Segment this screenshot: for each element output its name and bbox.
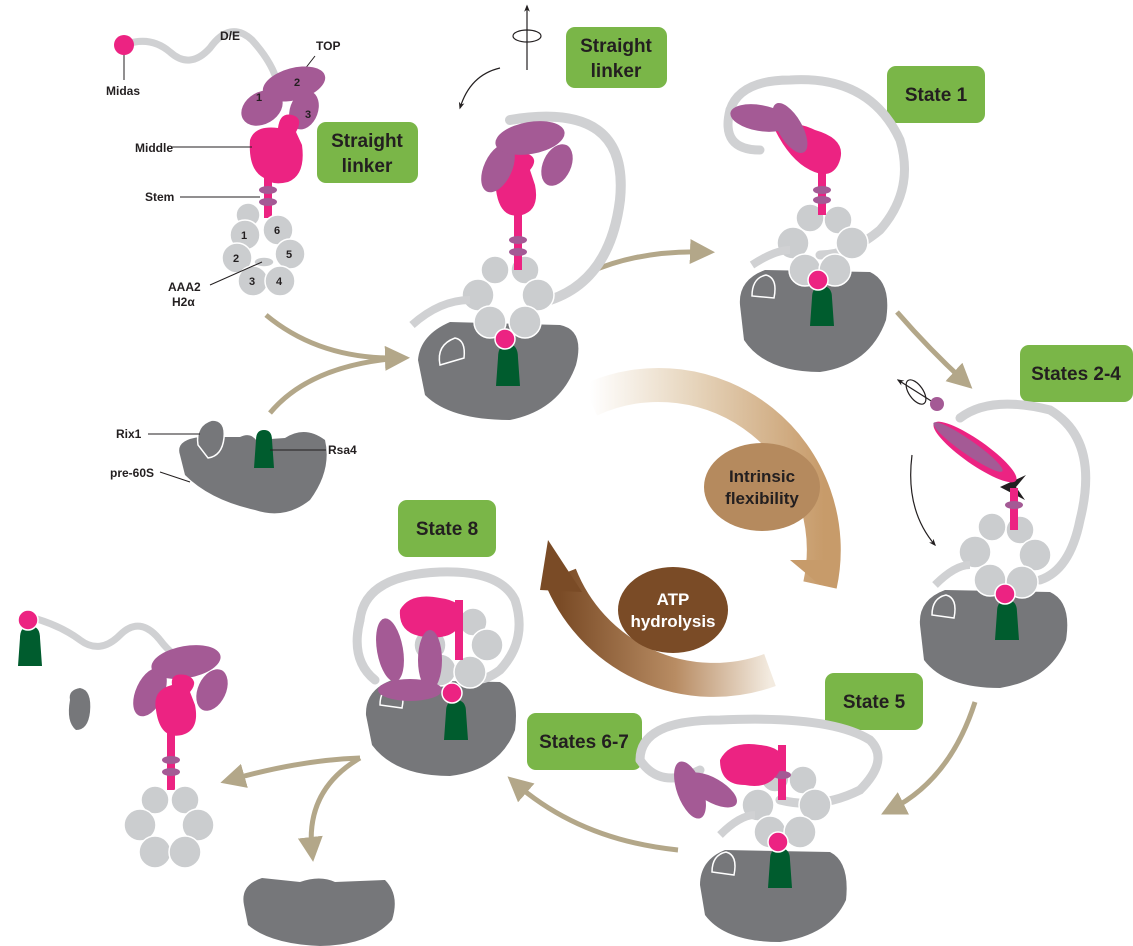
top-number-2: 2 [294,77,300,89]
ring-number-6: 6 [274,225,280,237]
flow-arrows [220,239,978,862]
flexibility-label-bubble [704,443,820,531]
atp-line-2: hydrolysis [630,612,715,631]
states6-7-label: States 6-7 [539,732,629,753]
complex-states2-4 [919,397,1091,688]
midas-domain [114,35,134,55]
pointer-arrowhead [1000,475,1026,500]
rsa4-shape [254,430,274,468]
straight-linker-left-line2: linker [342,156,393,177]
flexibility-line-1: Intrinsic [729,467,795,486]
box-straight-linker-top [566,27,667,88]
complex-state5 [635,714,883,942]
rix1-label: Rix1 [116,427,142,441]
aaa2-label: AAA2 [168,280,201,294]
pre60s-label: pre-60S [110,466,154,480]
de-linker [120,28,280,82]
rotation-icon [896,379,937,547]
box-straight-linker-left [317,122,418,183]
straight-linker-top-line2: linker [591,61,642,82]
box-states2-4 [1020,345,1133,402]
middle-label: Middle [135,141,173,155]
de-label: D/E [220,29,240,43]
atp-label-bubble [618,567,728,653]
complex-state1 [723,75,909,372]
rotation-icon [458,4,542,110]
top-label: TOP [316,39,340,53]
rix1-shape [196,419,225,459]
h2a-label: H2α [172,295,195,309]
ring-number-5: 5 [286,249,292,261]
ring-number-4: 4 [276,276,283,288]
midas-label: Midas [106,84,140,98]
ring-number-1: 1 [241,230,247,242]
central-cycle: Intrinsic flexibility ATP hydrolysis [540,368,841,697]
box-state5 [825,673,923,730]
top-number-3: 3 [305,109,311,121]
structure-legend: Midas D/E TOP 1 2 3 Middle Stem 1 [106,28,357,514]
complex-straight-linker [409,111,626,420]
box-state1 [887,66,985,123]
state5-label: State 5 [843,692,906,713]
state1-label: State 1 [905,85,968,106]
complex-state8 [352,567,524,776]
rsa4-label: Rsa4 [328,443,357,457]
flexibility-line-2: flexibility [725,489,799,508]
state-boxes: Straight linker Straight linker State 1 St… [317,27,1133,770]
straight-linker-left-line1: Straight [331,131,403,152]
states2-4-label: States 2-4 [1031,364,1121,385]
atp-line-1: ATP [657,590,690,609]
box-state8 [398,500,496,557]
straight-linker-top-line1: Straight [580,36,652,57]
aaa-ring [221,202,306,297]
box-states6-7 [527,713,642,770]
stem-label: Stem [145,190,174,204]
state8-label: State 8 [416,519,478,540]
top-number-1: 1 [256,92,262,104]
ring-number-2: 2 [233,253,239,265]
ring-number-3: 3 [249,276,255,288]
middle-domain [249,114,303,184]
released-products [17,609,395,946]
